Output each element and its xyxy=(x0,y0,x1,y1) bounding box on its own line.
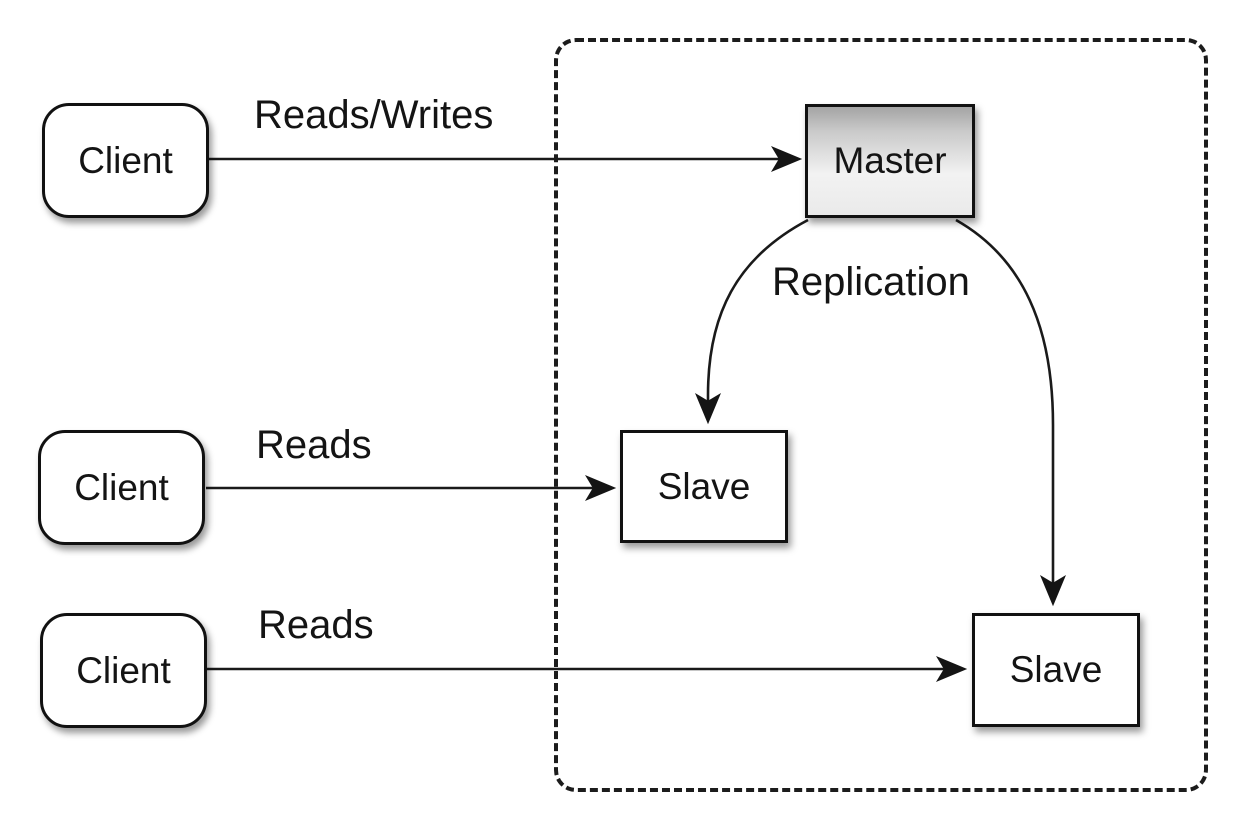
edge-label-reads-top: Reads xyxy=(256,423,372,467)
node-slave-1: Slave xyxy=(620,430,788,543)
node-slave-2-label: Slave xyxy=(1009,649,1103,690)
node-slave-1-label: Slave xyxy=(657,465,751,507)
edge-label-replication: Replication xyxy=(772,260,970,304)
node-client-1-label: Client xyxy=(78,139,173,181)
node-client-3-label: Client xyxy=(76,649,171,691)
server-group-boundary xyxy=(554,38,1208,792)
node-master-label: Master xyxy=(833,140,947,181)
node-client-3: Client xyxy=(40,613,207,728)
edge-label-reads-bottom: Reads xyxy=(258,603,374,647)
node-client-1: Client xyxy=(42,103,209,218)
node-client-2: Client xyxy=(38,430,205,545)
edge-label-reads-writes: Reads/Writes xyxy=(254,93,494,137)
node-slave-2: Slave xyxy=(972,613,1140,727)
node-client-2-label: Client xyxy=(74,466,169,508)
node-master: Master xyxy=(805,104,975,218)
